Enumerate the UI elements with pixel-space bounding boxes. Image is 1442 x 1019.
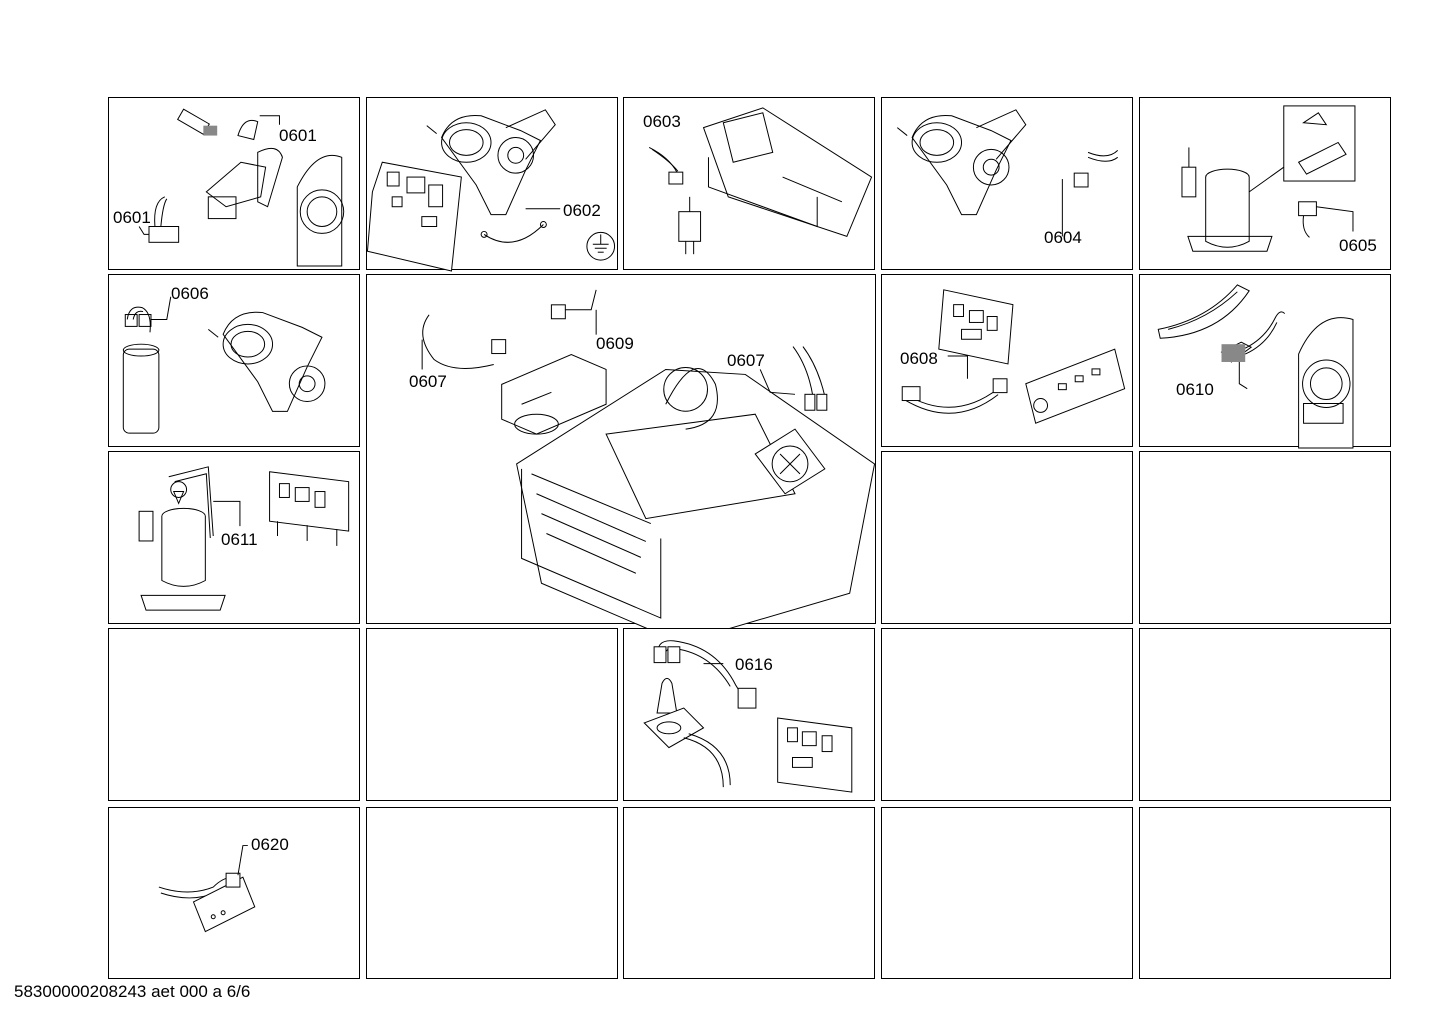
label-0620: 0620 bbox=[251, 835, 289, 854]
label-0603: 0603 bbox=[643, 112, 681, 131]
document-footer: 58300000208243 aet 000 a 6/6 bbox=[14, 982, 251, 1001]
cell-r5c4-empty bbox=[881, 807, 1133, 979]
cell-0610: 0610 bbox=[1139, 274, 1391, 449]
cell-r4c2-empty bbox=[366, 628, 618, 801]
motor-drawing bbox=[896, 109, 1119, 237]
water-container-drawing bbox=[648, 107, 873, 255]
pump-and-module-drawing bbox=[643, 640, 853, 793]
label-0606: 0606 bbox=[171, 284, 209, 303]
cell-r4c1-empty bbox=[108, 628, 360, 801]
sensor-board-drawing bbox=[158, 845, 256, 933]
label-0610: 0610 bbox=[1176, 380, 1214, 399]
label-0602: 0602 bbox=[563, 201, 601, 220]
cell-r4c5-empty bbox=[1139, 628, 1391, 801]
cell-0616: 0616 bbox=[623, 628, 875, 801]
cell-r5c2-empty bbox=[366, 807, 618, 979]
motor-and-control-board-drawing bbox=[366, 109, 616, 272]
cell-0601: 0601 0601 bbox=[108, 97, 360, 270]
cell-0620: 0620 bbox=[108, 807, 360, 979]
door-lock-drawing bbox=[138, 108, 345, 267]
label-0616: 0616 bbox=[735, 655, 773, 674]
label-0607-right: 0607 bbox=[727, 351, 765, 370]
control-module-drawing bbox=[901, 289, 1126, 424]
label-0601-left: 0601 bbox=[113, 208, 151, 227]
cell-0602: 0602 bbox=[366, 97, 618, 272]
label-0605: 0605 bbox=[1339, 236, 1377, 255]
base-frame-drawing bbox=[421, 289, 876, 644]
label-0607-left: 0607 bbox=[409, 372, 447, 391]
cell-0607: 0607 0609 0607 bbox=[366, 274, 876, 644]
cell-0608: 0608 bbox=[881, 274, 1133, 447]
cell-r3c4-empty bbox=[881, 451, 1133, 624]
cell-r5c5-empty bbox=[1139, 807, 1391, 979]
capacitor-and-motor-drawing bbox=[122, 296, 326, 434]
label-0611: 0611 bbox=[221, 530, 258, 549]
compressor-drawing bbox=[1181, 105, 1356, 252]
cell-r5c3-empty bbox=[623, 807, 875, 979]
label-0604: 0604 bbox=[1044, 228, 1082, 247]
cell-r4c4-empty bbox=[881, 628, 1133, 801]
label-0608: 0608 bbox=[900, 349, 938, 368]
cell-0605: 0605 bbox=[1139, 97, 1391, 270]
label-0609: 0609 bbox=[596, 334, 634, 353]
label-0601-top: 0601 bbox=[279, 126, 317, 145]
sensor-and-door-frame-drawing bbox=[1157, 284, 1354, 449]
cell-0603: 0603 bbox=[623, 97, 875, 270]
cell-0604: 0604 bbox=[881, 97, 1133, 270]
cell-0606: 0606 bbox=[108, 274, 360, 447]
cell-r3c5-empty bbox=[1139, 451, 1391, 624]
compressor-and-module-drawing bbox=[138, 466, 350, 611]
cell-0611: 0611 bbox=[108, 451, 360, 624]
